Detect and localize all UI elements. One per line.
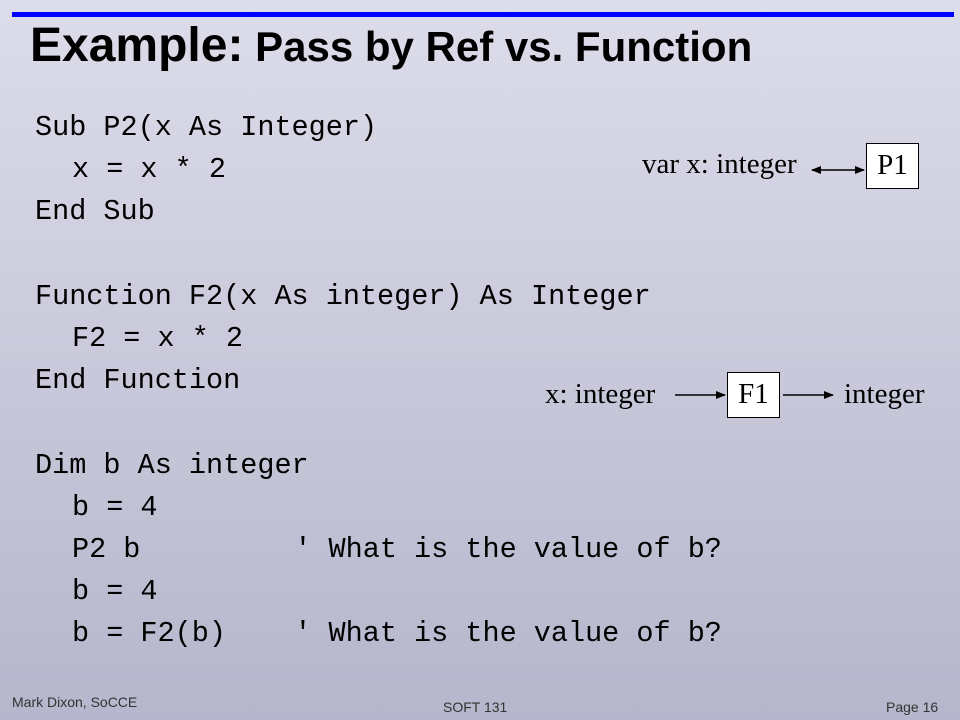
code-line: F2 = x * 2 — [72, 321, 244, 355]
code-line: b = F2(b) ' What is the value of b? — [72, 617, 722, 651]
top-accent-bar — [12, 12, 954, 17]
code-line: Function F2(x As integer) As Integer — [35, 279, 651, 313]
f1-output-label: integer — [844, 378, 925, 410]
footer-course: SOFT 131 — [443, 699, 508, 715]
title-lead: Example: — [30, 19, 244, 72]
code-line: b = 4 — [72, 490, 158, 524]
code-line: Dim b As integer — [35, 448, 309, 482]
footer-page-number: Page 16 — [886, 699, 939, 715]
f1-input-label: x: integer — [545, 378, 656, 410]
footer-author: Mark Dixon, SoCCE — [12, 694, 138, 710]
code-line: b = 4 — [72, 575, 158, 609]
f1-box: F1 — [727, 372, 780, 418]
p1-param-label: var x: integer — [642, 148, 797, 180]
code-line: x = x * 2 — [72, 153, 226, 187]
title-rest: Pass by Ref vs. Function — [243, 23, 753, 70]
code-line: P2 b ' What is the value of b? — [72, 532, 722, 566]
code-line: End Sub — [35, 195, 155, 229]
code-line: End Function — [35, 364, 241, 398]
code-line: Sub P2(x As Integer) — [35, 111, 378, 144]
slide-title: Example: Pass by Ref vs. Function — [30, 18, 752, 73]
p1-box: P1 — [866, 143, 919, 189]
